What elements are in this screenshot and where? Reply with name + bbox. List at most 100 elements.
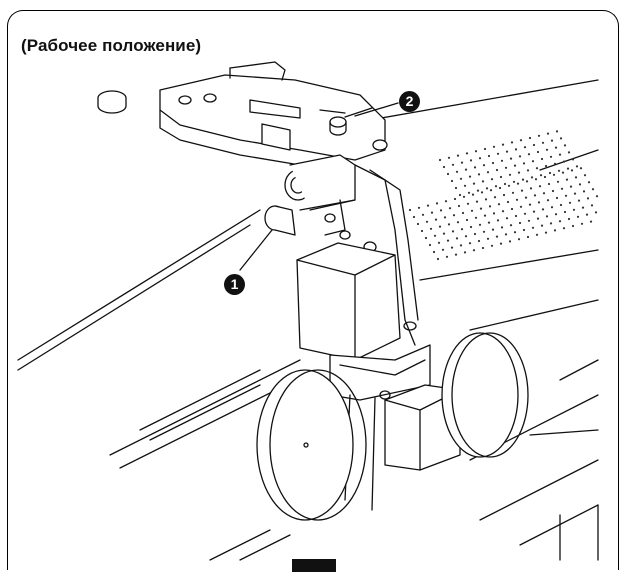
perforation-dot [581, 206, 585, 209]
perforation-dot [517, 171, 521, 174]
perforation-dot [573, 192, 577, 195]
perforation-dot [527, 153, 531, 156]
perforation-dot [538, 185, 542, 188]
perforation-dot [570, 169, 574, 172]
perforation-dot [435, 202, 439, 205]
perforation-dot [544, 231, 548, 234]
perforation-dot [582, 190, 586, 193]
perforation-dot [580, 222, 584, 225]
perforation-dot [428, 243, 432, 247]
perforation-dot [537, 134, 541, 137]
perforation-dot [461, 211, 465, 215]
perforation-dot [450, 179, 454, 183]
perforation-dot [416, 222, 420, 226]
perforation-dot [503, 182, 507, 186]
perforation-dot [531, 160, 535, 163]
perforation-dot [444, 200, 448, 203]
figure-frame [7, 10, 619, 570]
perforation-dot [555, 196, 559, 200]
perforation-dot [489, 189, 493, 192]
perforation-dot [512, 180, 516, 183]
perforation-dot [519, 205, 523, 208]
perforation-dot [540, 157, 544, 161]
perforation-dot [528, 136, 532, 140]
perforation-dot [473, 166, 477, 169]
perforation-dot [477, 239, 481, 243]
perforation-dot [594, 211, 598, 214]
perforation-dot [516, 182, 520, 185]
perforation-dot [447, 156, 451, 159]
perforation-dot [468, 242, 472, 245]
perforation-dot [591, 188, 595, 191]
perforation-dot [456, 221, 460, 224]
perforation-dot [558, 220, 562, 223]
perforation-dot [499, 175, 503, 179]
perforation-dot [514, 214, 518, 218]
perforation-dot [464, 168, 468, 171]
perforation-dot [522, 162, 526, 165]
perforation-dot [460, 161, 464, 164]
perforation-dot [563, 144, 567, 147]
perforation-dot [523, 146, 527, 149]
perforation-dot [446, 239, 450, 242]
perforation-dot [491, 228, 495, 231]
perforation-dot [454, 253, 458, 256]
perforation-dot [426, 204, 430, 207]
perforation-dot [510, 141, 514, 144]
perforation-dot [437, 241, 441, 244]
round-cap [97, 90, 127, 114]
perforation-dot [425, 220, 429, 223]
perforation-dot [487, 154, 491, 158]
perforation-dot [595, 195, 599, 198]
perforation-dot [504, 233, 508, 236]
perforation-dot [535, 167, 539, 170]
perforation-dot [553, 229, 557, 232]
perforation-dot [481, 180, 485, 183]
perforation-dot [508, 173, 512, 176]
perforation-dot [556, 180, 560, 183]
perforation-dot [492, 145, 496, 148]
perforation-dot [590, 204, 594, 207]
perforation-dot [475, 200, 479, 203]
perforation-dot [453, 197, 457, 201]
perforation-dot [554, 146, 558, 149]
perforation-dot [572, 208, 576, 211]
perforation-dot [583, 174, 587, 177]
perforation-dot [420, 229, 424, 233]
perforation-dot [441, 248, 445, 251]
perforation-dot [455, 170, 459, 173]
perforation-dot [482, 164, 486, 167]
perforation-dot [507, 184, 511, 187]
perforation-dot [509, 224, 513, 227]
perforation-dot [462, 195, 466, 198]
perforation-dot [506, 200, 510, 204]
perforation-dot [448, 207, 452, 210]
perforation-dot [494, 185, 498, 188]
perforation-dot [417, 206, 421, 209]
perforation-dot [505, 150, 509, 153]
perforation-dot [493, 196, 497, 199]
perforation-dot [541, 141, 545, 144]
perforation-dot [483, 214, 487, 217]
perforation-dot [509, 157, 513, 160]
perforation-dot [463, 184, 467, 187]
perforation-dot [477, 173, 481, 176]
upper-arm-bracket [159, 61, 386, 166]
perforation-dot [557, 169, 561, 172]
perforation-dot [487, 221, 491, 224]
perforation-dot [501, 143, 505, 146]
left-wheel [256, 369, 367, 521]
perforation-dot [443, 216, 447, 219]
perforation-dot [492, 212, 496, 215]
perforation-dot [470, 209, 474, 212]
perforation-dot [541, 208, 545, 211]
perforation-dot [466, 202, 470, 205]
perforation-dot [459, 244, 463, 247]
perforation-dot [586, 197, 590, 200]
right-wheel [441, 332, 529, 458]
perforation-dot [498, 186, 502, 190]
perforation-dot [574, 176, 578, 179]
perforation-dot [455, 237, 459, 240]
perforation-dot [496, 219, 500, 222]
